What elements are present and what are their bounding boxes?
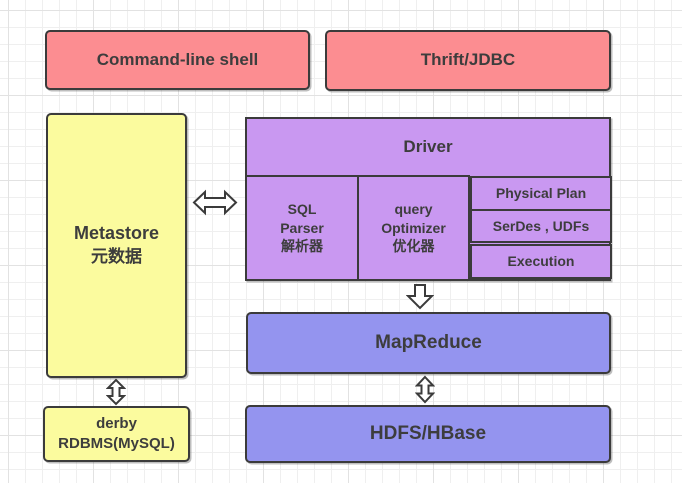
serdes-udfs-box: SerDes , UDFs [470, 209, 612, 243]
query-optimizer-line3: 优化器 [392, 238, 435, 255]
command-line-shell-box: Command-line shell [45, 30, 310, 90]
hdfs-hbase-label: HDFS/HBase [369, 423, 487, 445]
physical-plan-label: Physical Plan [495, 185, 587, 202]
sql-parser-line2: Parser [280, 219, 324, 236]
driver-mapreduce-down-arrow-icon [406, 284, 434, 310]
metastore-label-zh: 元数据 [91, 247, 142, 267]
derby-label-line1: derby [96, 415, 137, 433]
hdfs-hbase-box: HDFS/HBase [245, 405, 611, 463]
query-optimizer-line1: query [394, 201, 433, 218]
thrift-jdbc-label: Thrift/JDBC [420, 50, 516, 70]
driver-label-wrap: Driver [247, 119, 609, 175]
sql-parser-box: SQL Parser 解析器 [245, 175, 359, 281]
sql-parser-line3: 解析器 [281, 238, 323, 255]
mapreduce-box: MapReduce [246, 312, 611, 374]
thrift-jdbc-box: Thrift/JDBC [325, 30, 611, 91]
derby-label-line2: RDBMS(MySQL) [58, 435, 175, 452]
metastore-derby-double-arrow-icon [106, 378, 126, 406]
mapreduce-hdfs-double-arrow-icon [415, 375, 435, 404]
serdes-udfs-label: SerDes , UDFs [492, 217, 590, 234]
physical-plan-box: Physical Plan [470, 176, 612, 211]
execution-label: Execution [507, 253, 575, 270]
execution-box: Execution [470, 244, 612, 279]
sql-parser-line1: SQL [287, 201, 317, 218]
metastore-box: Metastore 元数据 [46, 113, 187, 378]
derby-rdbms-box: derby RDBMS(MySQL) [43, 406, 190, 462]
metastore-label-en: Metastore [73, 223, 160, 244]
metastore-driver-double-arrow-icon [192, 189, 238, 216]
mapreduce-label: MapReduce [375, 332, 482, 354]
query-optimizer-box: query Optimizer 优化器 [357, 175, 470, 281]
command-line-shell-label: Command-line shell [96, 49, 259, 69]
query-optimizer-line2: Optimizer [381, 219, 446, 236]
driver-label: Driver [403, 136, 453, 156]
